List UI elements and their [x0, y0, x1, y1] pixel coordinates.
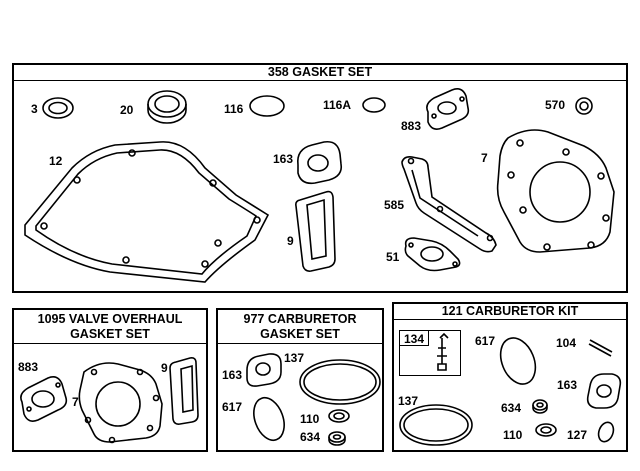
cg-callout-110: 110: [300, 412, 320, 426]
cg-part-617-gasket: [248, 394, 289, 445]
carb-kit-134-label-box: [399, 330, 429, 346]
vo-callout-7: 7: [72, 395, 79, 409]
callout-570: 570: [545, 98, 566, 112]
ck-callout-163: 163: [557, 378, 578, 392]
part-116a-gasket: [363, 98, 385, 112]
carb-gasket-title-line2: GASKET SET: [260, 327, 340, 341]
ck-callout-104: 104: [556, 336, 577, 350]
valve-overhaul-title-line1: 1095 VALVE OVERHAUL: [37, 312, 183, 326]
carb-gasket-title-line1: 977 CARBURETOR: [243, 312, 357, 326]
carb-kit-inner-box-134: [399, 330, 461, 376]
ck-part-137-gasket: [400, 405, 472, 445]
callout-12: 12: [49, 154, 63, 168]
vo-part-9-breather-gasket: [170, 358, 198, 424]
ck-part-104-pin: [589, 340, 612, 356]
cg-callout-634: 634: [300, 430, 321, 444]
gasket-set-title: 358 GASKET SET: [14, 65, 626, 81]
callout-9: 9: [287, 234, 294, 248]
part-883-intake-gasket: [427, 89, 468, 129]
carb-kit-title: 121 CARBURETOR KIT: [394, 304, 626, 320]
part-570-washer: [576, 98, 592, 114]
ck-part-163-gasket: [588, 374, 621, 408]
part-20-seal: [148, 91, 186, 123]
cg-part-163-gasket: [247, 354, 281, 386]
carb-kit-panel: 121 CARBURETOR KIT: [392, 302, 628, 452]
cg-callout-617: 617: [222, 400, 243, 414]
callout-51: 51: [386, 250, 400, 264]
callout-116a: 116A: [323, 98, 352, 112]
callout-883: 883: [401, 119, 422, 133]
cg-callout-163: 163: [222, 368, 243, 382]
cg-part-137-gasket-inner: [304, 364, 376, 400]
valve-overhaul-title-line2: GASKET SET: [70, 327, 150, 341]
part-9-breather-gasket: [296, 192, 335, 272]
ck-part-134-needle-seat: [437, 334, 448, 370]
ck-callout-127: 127: [567, 428, 588, 442]
cg-callout-137: 137: [284, 351, 305, 365]
vo-part-883-intake-gasket: [21, 377, 66, 421]
callout-585: 585: [384, 198, 405, 212]
ck-callout-617: 617: [475, 334, 496, 348]
carb-gasket-title: 977 CARBURETOR GASKET SET: [218, 310, 382, 344]
ck-part-110-washer: [536, 424, 556, 436]
callout-163: 163: [273, 152, 294, 166]
ck-callout-634: 634: [501, 401, 522, 415]
vo-callout-9: 9: [161, 361, 168, 375]
gasket-set-panel: 358 GASKET SET: [12, 63, 628, 293]
callout-116: 116: [224, 102, 244, 116]
ck-part-634-washer: [533, 400, 547, 413]
valve-overhaul-title: 1095 VALVE OVERHAUL GASKET SET: [14, 310, 206, 344]
ck-callout-137: 137: [398, 394, 419, 408]
part-12-crankcase-gasket: [25, 142, 268, 282]
part-51-muffler-gasket: [405, 238, 459, 271]
part-7-cylinder-head-gasket: [498, 130, 614, 252]
cg-part-137-gasket: [300, 360, 380, 404]
ck-callout-134: 134: [404, 332, 425, 346]
part-163-gasket: [298, 142, 341, 184]
ck-part-137-gasket-inner: [404, 409, 468, 441]
callout-3: 3: [31, 102, 38, 116]
part-585-exhaust-gasket: [402, 157, 496, 252]
part-3-oil-seal: [43, 98, 73, 118]
cg-part-110-washer: [329, 410, 349, 422]
ck-part-127-ring: [596, 420, 616, 444]
valve-overhaul-panel: 1095 VALVE OVERHAUL GASKET SET: [12, 308, 208, 452]
callout-20: 20: [120, 103, 134, 117]
callout-7: 7: [481, 151, 488, 165]
vo-callout-883: 883: [18, 360, 39, 374]
cg-part-634-washer: [329, 432, 345, 445]
ck-part-617-gasket: [494, 333, 542, 389]
part-116-gasket: [250, 96, 284, 116]
vo-part-7-head-gasket: [79, 363, 162, 443]
ck-callout-110: 110: [503, 428, 523, 442]
